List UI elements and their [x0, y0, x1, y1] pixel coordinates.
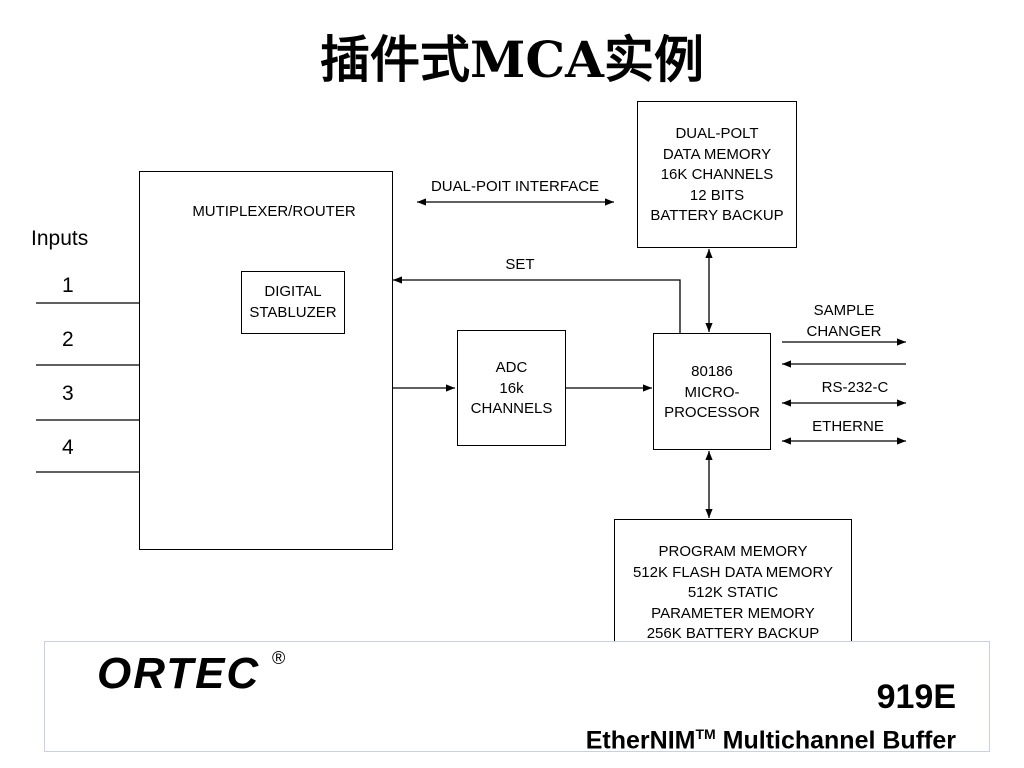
trademark-mark: TM [695, 726, 716, 742]
rs232-label: RS-232-C [821, 379, 889, 396]
registered-mark: ® [272, 648, 286, 668]
model-number: 919E [876, 678, 956, 716]
product-name: EtherNIMTM Multichannel Buffer [585, 726, 956, 755]
digital-stabilizer-block: DIGITAL STABLUZER [241, 271, 345, 334]
set-label: SET [505, 256, 535, 273]
ortec-logo: ORTEC [97, 649, 261, 698]
input-number-2: 2 [62, 328, 74, 351]
set-arrow [393, 276, 681, 333]
microprocessor-block: 80186 MICRO- PROCESSOR [653, 333, 771, 450]
ethernet-label: ETHERNE [812, 418, 884, 435]
dual-port-memory-block: DUAL-POLT DATA MEMORY 16K CHANNELS 12 BI… [637, 101, 797, 248]
inputs-label: Inputs [31, 227, 89, 250]
sample-changer-label: SAMPLE CHANGER [806, 302, 882, 340]
input-number-3: 3 [62, 382, 74, 405]
dual-port-interface-label: DUAL-POIT INTERFACE [430, 178, 600, 195]
multiplexer-label: MUTIPLEXER/ROUTER [192, 203, 356, 220]
product-banner [44, 641, 990, 752]
input-number-4: 4 [62, 436, 74, 459]
page-title: 插件式MCA实例 [320, 30, 704, 89]
multiplexer-router-block [139, 171, 393, 550]
adc-block: ADC 16k CHANNELS [457, 330, 566, 446]
input-number-1: 1 [62, 274, 74, 297]
